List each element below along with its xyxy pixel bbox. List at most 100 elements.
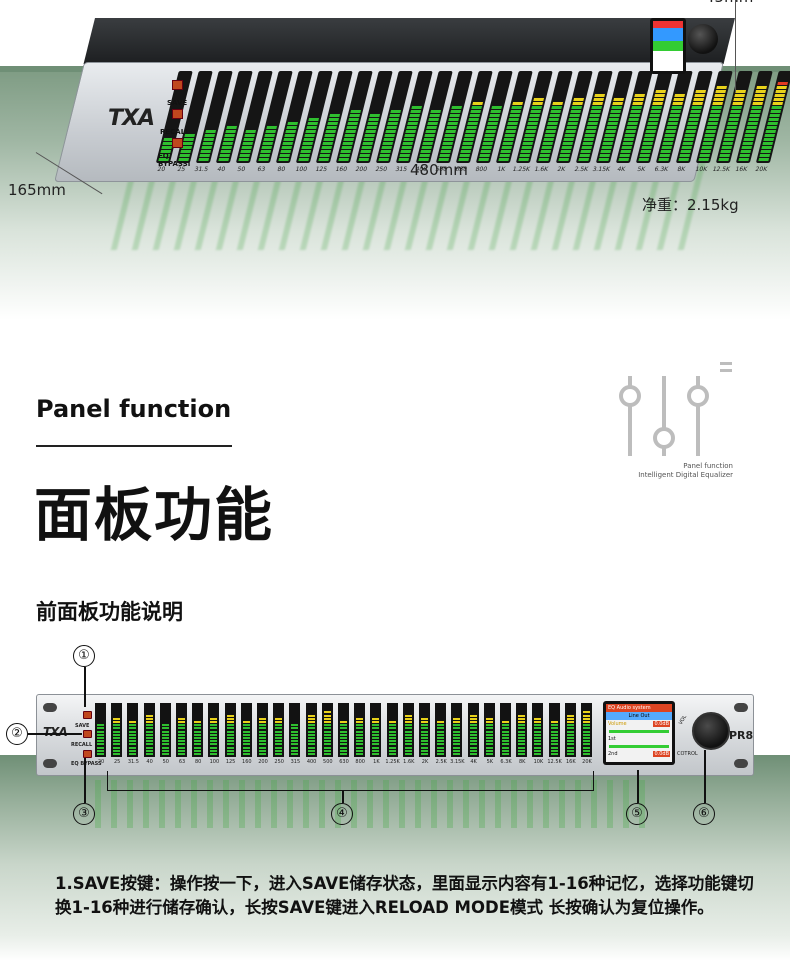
top-frequency-label: 5K [636, 166, 646, 173]
recall-button-top [172, 109, 183, 119]
meter-bar [273, 703, 285, 757]
meter-bar [143, 703, 155, 757]
lcd-title: EQ Audio system [606, 704, 672, 712]
meter-bar [581, 703, 592, 757]
icon-caption: Panel function Intelligent Digital Equal… [638, 462, 733, 480]
frequency-label: 160 [242, 759, 252, 765]
model-label: PR8 [729, 729, 754, 742]
height-dim: 45mm [705, 0, 753, 6]
meter-bar [532, 703, 544, 757]
icon-caption-line2: Intelligent Digital Equalizer [638, 471, 733, 479]
frequency-label: 16K [565, 759, 576, 765]
top-frequency-label: 8K [676, 166, 686, 173]
frequency-label: 63 [178, 759, 186, 765]
frequency-label: 4K [470, 759, 477, 765]
frequency-label: 25 [114, 759, 121, 765]
top-frequency-label: 160 [334, 166, 348, 173]
frequency-label: 3.15K [450, 759, 465, 765]
equalizer-sliders-icon [619, 362, 732, 456]
meter-bar [289, 703, 301, 757]
eq-bypass-button-top [172, 138, 183, 148]
meter-bar [111, 703, 123, 757]
frequency-label: 125 [225, 759, 236, 765]
meter-bar [176, 703, 187, 757]
control-knob[interactable] [692, 712, 730, 750]
frequency-label: 1K [373, 759, 380, 765]
meter-bar [483, 703, 495, 757]
rack-ear-hole [43, 759, 57, 768]
eq-bypass-button[interactable] [83, 750, 92, 758]
meter-bar [338, 703, 349, 757]
section-title-zh: 面板功能 [34, 481, 275, 549]
frequency-label: 20K [582, 759, 592, 765]
recall-button[interactable] [83, 730, 92, 738]
frequency-label: 2K [421, 759, 429, 765]
callout-line-5 [637, 770, 639, 803]
rack-ear-hole [734, 703, 748, 712]
frequency-label: 800 [355, 759, 365, 765]
top-frequency-label: 4K [616, 166, 626, 173]
frequency-label: 500 [323, 759, 333, 765]
top-frequency-label: 10K [694, 166, 708, 173]
top-frequency-label: 1K [496, 166, 506, 173]
lcd-level-bar-2 [609, 745, 669, 748]
frequency-label: 630 [339, 759, 349, 765]
meter-bar [451, 703, 463, 757]
top-frequency-label: 50 [236, 166, 246, 173]
top-frequency-label: 20K [754, 166, 768, 173]
meter-bar [564, 703, 576, 757]
lcd-row-2: 2nd 0.0dB [606, 750, 672, 758]
callout-3: ③ [73, 803, 95, 825]
recall-label: RECALL [71, 742, 93, 748]
meter-bar [305, 703, 317, 757]
save-button-top [172, 80, 183, 90]
frequency-label: 6.3K [500, 759, 512, 765]
top-frequency-label: 63 [256, 166, 266, 173]
meter-bar [419, 703, 430, 757]
meter-bar [354, 703, 366, 757]
meter-bar [127, 703, 139, 757]
meter-bar [95, 703, 106, 757]
meter-bar [435, 703, 447, 757]
section-subtitle: 前面板功能说明 [36, 600, 183, 624]
top-frequency-label: 31.5 [193, 166, 209, 173]
eq-bypass-label-top: EQ BYPASSI [158, 152, 191, 168]
frequency-label: 100 [209, 759, 220, 765]
lcd-r2: 2nd [608, 751, 618, 757]
callout-1: ① [73, 645, 95, 667]
top-frequency-label: 2K [556, 166, 566, 173]
frequency-label: 400 [306, 759, 317, 765]
meter-bar [208, 703, 220, 757]
callout-line-1 [84, 667, 86, 707]
meter-bars [95, 703, 595, 757]
frequency-label: 20 [97, 759, 105, 765]
recall-label-top: RECALL [160, 128, 190, 136]
top-frequency-label: 40 [216, 166, 226, 173]
save-label-top: SAVE [167, 99, 188, 107]
panel-reflection [90, 780, 650, 828]
frequency-label: 40 [146, 759, 153, 765]
section-title-en: Panel function [36, 395, 232, 423]
top-frequency-label: 250 [374, 166, 388, 173]
chassis-top [83, 18, 736, 64]
meter-bar [516, 703, 528, 757]
save-description: 1.SAVE按键：操作按一下，进入SAVE储存状态，里面显示内容有1-16种记忆… [55, 874, 754, 917]
meter-bar [192, 703, 204, 757]
meter-bar [321, 703, 333, 757]
top-frequency-label: 200 [354, 166, 368, 173]
top-frequency-label: 80 [276, 166, 286, 173]
height-dim-line [735, 0, 736, 92]
meter-bar [257, 703, 268, 757]
frequency-label: 80 [195, 759, 202, 765]
brand-logo: TXA [43, 725, 68, 739]
frequency-label: 1.25K [385, 759, 400, 765]
save-button[interactable] [83, 711, 92, 719]
rack-ear-hole [734, 759, 748, 768]
frequency-label: 5K [486, 759, 494, 765]
frequency-label: 8K [518, 759, 526, 765]
top-frequency-label: 16K [734, 166, 748, 173]
callout-line-6 [704, 750, 706, 803]
top-frequency-label: 1.25K [511, 166, 531, 173]
meter-bar [500, 703, 511, 757]
